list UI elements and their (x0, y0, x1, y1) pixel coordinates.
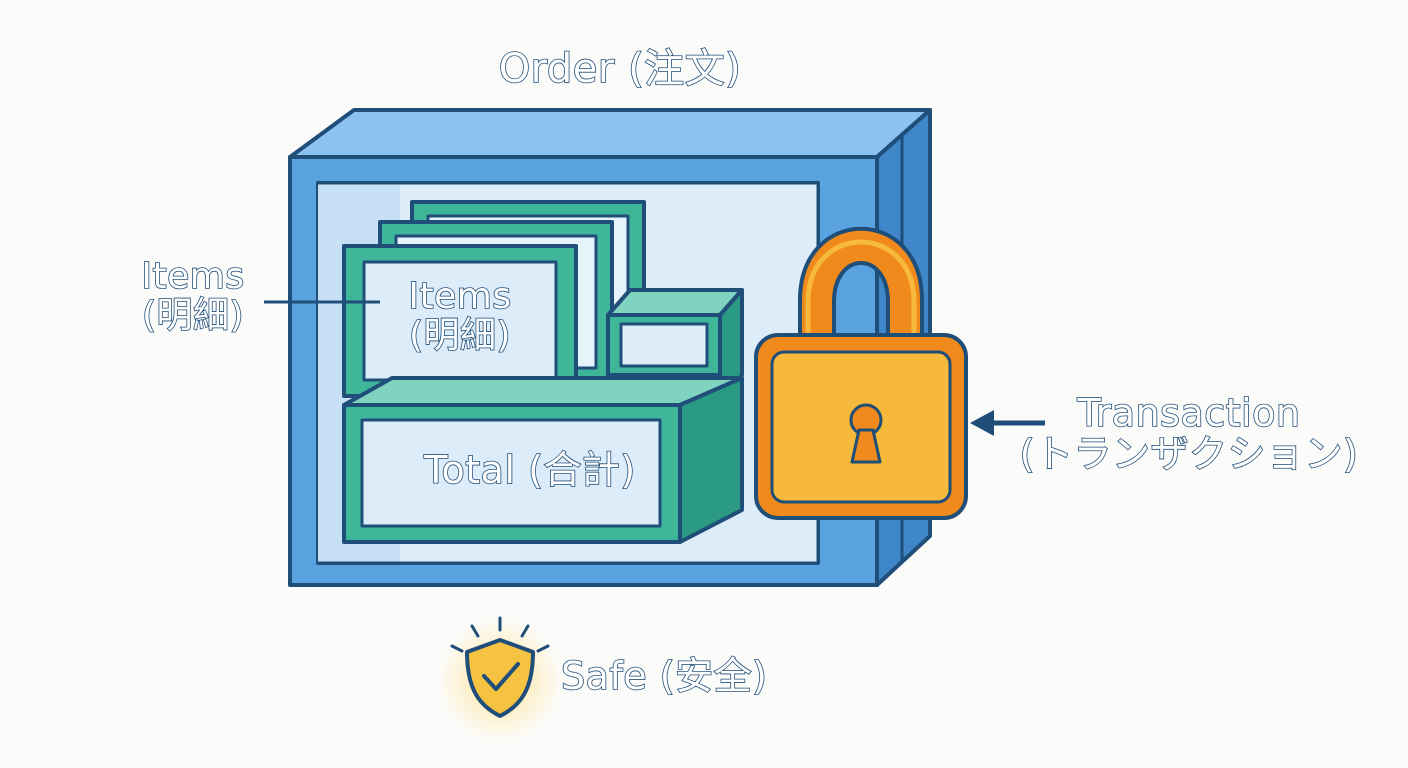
shield-check-icon (438, 616, 562, 742)
padlock-icon (754, 226, 968, 520)
transaction-line2: (トランザクション) (1019, 432, 1359, 477)
total-label: Total (合計) (423, 448, 636, 492)
arrow-left-icon (970, 410, 1045, 436)
order-title: Order (注文) (498, 46, 742, 92)
items-callout-line1: Items (141, 256, 245, 297)
transaction-label: Transaction (トランザクション) (1014, 391, 1364, 477)
transaction-line1: Transaction (1077, 391, 1301, 435)
items-card-line1: Items (408, 276, 512, 317)
items-card-label: Items (明細) (380, 276, 540, 356)
total-box (342, 376, 744, 544)
items-callout-line2: (明細) (141, 294, 245, 336)
items-callout-label: Items (明細) (118, 256, 268, 336)
items-card-line2: (明細) (408, 314, 512, 356)
safe-label: Safe (安全) (560, 654, 768, 698)
items-stack (342, 200, 744, 402)
